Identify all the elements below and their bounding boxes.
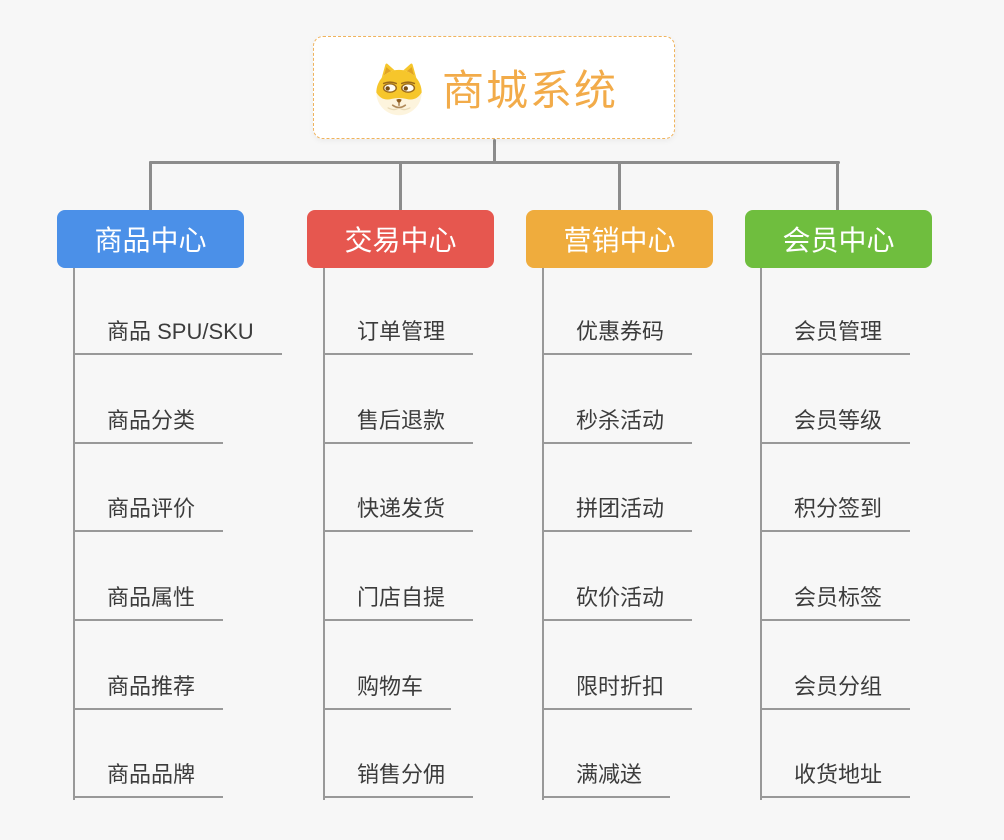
connector-drop <box>618 161 621 211</box>
leaf-item[interactable]: 砍价活动 <box>542 583 693 621</box>
leaf-item[interactable]: 拼团活动 <box>542 494 693 532</box>
branch-label: 商品中心 <box>94 225 207 256</box>
leaf-item[interactable]: 秒杀活动 <box>542 406 693 444</box>
leaf-item[interactable]: 收货地址 <box>760 760 911 798</box>
connector-drop <box>149 161 152 211</box>
branch-node-trade-center[interactable]: 交易中心 <box>307 210 494 268</box>
leaf-item[interactable]: 商品分类 <box>73 406 224 444</box>
leaf-item[interactable]: 会员管理 <box>760 317 911 355</box>
branch-node-member-center[interactable]: 会员中心 <box>745 210 932 268</box>
leaf-item[interactable]: 限时折扣 <box>542 672 693 710</box>
connector-drop <box>836 161 839 211</box>
root-title: 商城系统 <box>441 67 618 114</box>
branch-trunk-line <box>542 268 544 800</box>
leaf-item[interactable]: 商品品牌 <box>73 760 224 798</box>
leaf-item[interactable]: 会员等级 <box>760 406 911 444</box>
leaf-item[interactable]: 售后退款 <box>323 406 474 444</box>
connector-bus <box>149 161 840 164</box>
leaf-item[interactable]: 积分签到 <box>760 494 911 532</box>
leaf-item[interactable]: 订单管理 <box>323 317 474 355</box>
branch-node-marketing-center[interactable]: 营销中心 <box>526 210 713 268</box>
root-node[interactable]: 商城系统 <box>313 36 675 139</box>
connector-root-stub <box>493 139 496 164</box>
branch-node-product-center[interactable]: 商品中心 <box>57 210 244 268</box>
branch-label: 交易中心 <box>344 225 457 256</box>
leaf-item[interactable]: 商品 SPU/SKU <box>73 317 282 355</box>
leaf-item[interactable]: 商品属性 <box>73 583 224 621</box>
leaf-item[interactable]: 会员标签 <box>760 583 911 621</box>
branch-label: 营销中心 <box>563 225 676 256</box>
leaf-item[interactable]: 会员分组 <box>760 672 911 710</box>
dog-face-icon <box>376 63 422 115</box>
leaf-item[interactable]: 商品评价 <box>73 494 224 532</box>
branch-trunk-line <box>760 268 762 800</box>
connector-drop <box>399 161 402 211</box>
leaf-item[interactable]: 门店自提 <box>323 583 474 621</box>
leaf-item[interactable]: 快递发货 <box>323 494 474 532</box>
leaf-item[interactable]: 购物车 <box>323 672 452 710</box>
leaf-item[interactable]: 优惠券码 <box>542 317 693 355</box>
branch-label: 会员中心 <box>782 225 895 256</box>
branch-trunk-line <box>323 268 325 800</box>
leaf-item[interactable]: 满减送 <box>542 760 671 798</box>
leaf-item[interactable]: 商品推荐 <box>73 672 224 710</box>
branch-trunk-line <box>73 268 75 800</box>
leaf-item[interactable]: 销售分佣 <box>323 760 474 798</box>
